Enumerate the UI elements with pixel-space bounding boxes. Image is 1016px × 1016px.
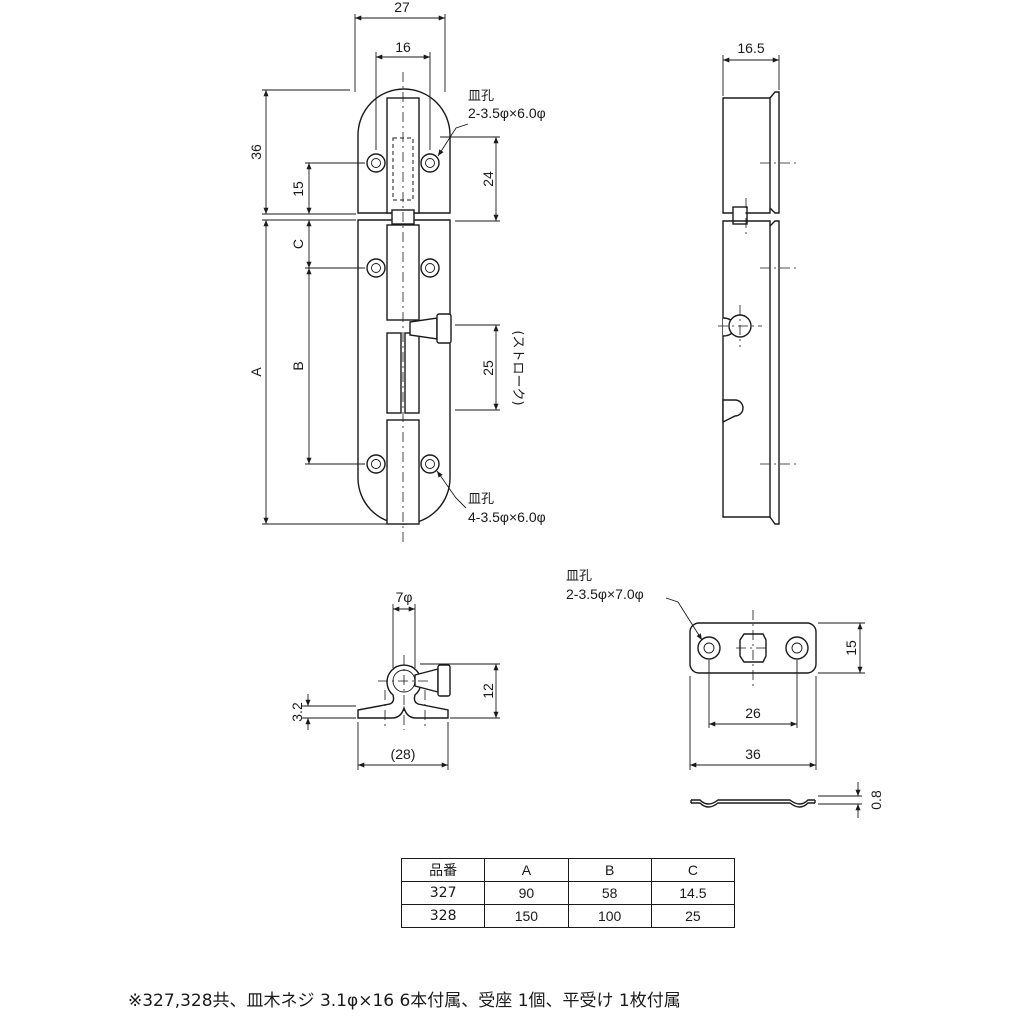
side-slot	[722, 399, 744, 424]
receiver-hole-note-spec: 2-3.5φ×7.0φ	[566, 586, 644, 602]
hole-note-lower-title: 皿孔	[468, 492, 494, 507]
screw-holes-front	[366, 153, 440, 474]
spec-cell: 14.5	[650, 881, 736, 905]
spec-cell: 25	[650, 904, 736, 928]
dim-a: A	[248, 367, 264, 377]
spec-header-cell: B	[567, 858, 652, 882]
spec-table: 品番 A B C 327 90 58 14.5 328 150 100 25	[400, 858, 736, 928]
footnote: ※327,328共、皿木ネジ 3.1φ×16 6本付属、受座 1個、平受け 1枚…	[128, 991, 681, 1011]
receiver-plate-profile	[690, 799, 816, 808]
table-row: 328 150 100 25	[400, 904, 736, 928]
upper-plate-outline	[357, 88, 451, 214]
dim-flange: 3.2	[289, 702, 305, 722]
side-bolt-link	[732, 206, 748, 225]
dim-keeper-width: (28)	[391, 746, 416, 762]
bolt-handle-knob	[436, 313, 452, 344]
dim-upper-plate: 24	[480, 171, 496, 187]
dim-upper-hole: 15	[290, 181, 306, 197]
dim-bolt-dia: 7φ	[396, 589, 413, 605]
dim-stroke: 25	[480, 360, 496, 376]
bolt-slot-right	[404, 332, 420, 414]
side-view: 16.5	[718, 40, 797, 525]
side-lower-flange	[769, 220, 780, 525]
spec-cell: 150	[484, 904, 569, 928]
dim-b: B	[290, 361, 306, 370]
table-row: 327 90 58 14.5	[400, 881, 736, 905]
bolt-slot-left	[386, 332, 402, 414]
spec-header-cell: A	[484, 858, 569, 882]
stroke-label: (ストローク)	[510, 330, 525, 405]
keeper-handle-knob	[437, 664, 451, 697]
receiver-slot	[739, 633, 767, 663]
bottom-view: 7φ 3.2 12 (28)	[289, 589, 500, 770]
spec-cell: 328	[400, 904, 486, 928]
receiver-dim-width: 36	[745, 746, 761, 762]
side-lower-body	[722, 220, 771, 518]
spec-header-cell: C	[650, 858, 736, 882]
receiver-hole-note-title: 皿孔	[566, 569, 592, 584]
spec-cell: 327	[400, 881, 486, 905]
dim-keeper-height: 12	[480, 683, 496, 699]
hole-note-lower-spec: 4-3.5φ×6.0φ	[468, 509, 546, 525]
side-upper-flange	[769, 91, 780, 214]
spec-cell: 58	[567, 881, 652, 905]
hole-note-upper-spec: 2-3.5φ×6.0φ	[468, 105, 546, 121]
spec-header-cell: 品番	[400, 858, 486, 882]
front-view: 27 16 36 15 24 A C B	[248, 0, 546, 545]
spec-cell: 100	[567, 904, 652, 928]
dim-hole-pitch: 16	[395, 39, 411, 55]
keeper-profile	[357, 664, 449, 719]
dim-upper-height: 36	[248, 144, 264, 160]
side-dim-width: 16.5	[737, 40, 764, 56]
hole-note-upper-title: 皿孔	[468, 89, 494, 104]
spec-table-header: 品番 A B C	[400, 858, 736, 882]
dim-c: C	[290, 239, 306, 249]
receiver-plate: 皿孔 2-3.5φ×7.0φ 15 26 36 0.8	[566, 569, 884, 818]
bolt-handle	[409, 317, 438, 340]
side-upper-body	[722, 97, 771, 214]
receiver-dim-thickness: 0.8	[868, 790, 884, 810]
dim-top-width: 27	[394, 0, 410, 15]
spec-cell: 90	[484, 881, 569, 905]
receiver-dim-pitch: 26	[745, 705, 761, 721]
receiver-dim-height: 15	[843, 640, 859, 656]
